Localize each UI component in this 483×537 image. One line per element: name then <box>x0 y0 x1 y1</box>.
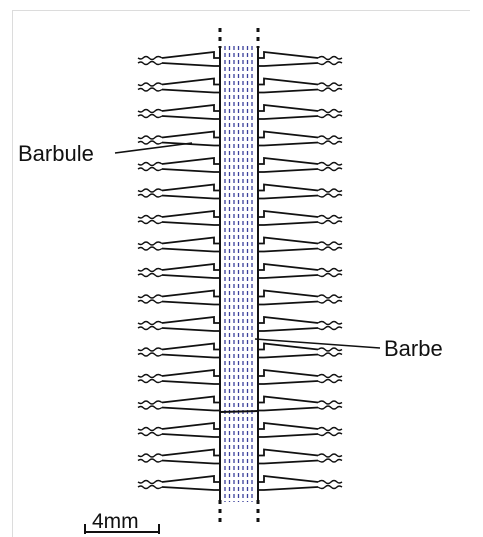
frame-top-border <box>12 10 470 11</box>
barb-crossline <box>219 410 259 413</box>
barbule-pair <box>137 103 343 120</box>
barbule-right <box>258 342 319 359</box>
barbule-left <box>161 421 220 438</box>
barbule-pair <box>137 421 343 438</box>
barbicel-right <box>317 82 343 92</box>
label-pointers <box>114 142 381 349</box>
barbicel-left <box>137 426 163 437</box>
barbule-pair <box>137 50 343 67</box>
barbule-right <box>258 368 319 385</box>
barbicel-left <box>137 188 163 198</box>
barbule-right <box>258 156 319 173</box>
barbule-left <box>161 103 220 120</box>
barbule-left <box>161 209 220 226</box>
frame-left-border <box>12 10 13 537</box>
barbule-left <box>161 395 220 412</box>
barbicel-right <box>317 55 343 66</box>
barbicel-left <box>137 267 163 278</box>
barbule-left <box>161 130 220 147</box>
barbicel-left <box>137 214 163 225</box>
barbicel-right <box>317 479 343 490</box>
barbule-pair <box>137 474 343 491</box>
barbule-pair <box>137 289 343 306</box>
barbicel-left <box>137 294 163 304</box>
barbicel-right <box>317 400 343 410</box>
barbicel-right <box>317 108 343 119</box>
barbule-pair <box>137 262 343 279</box>
barbule-pair <box>137 236 343 253</box>
barbule-right <box>258 315 319 332</box>
barbule-left <box>161 448 220 465</box>
barbule-right <box>258 448 319 465</box>
scale-bar <box>84 524 160 534</box>
barbule-pair <box>137 130 343 147</box>
barbicel-right <box>317 135 343 145</box>
barbule-right <box>258 103 319 120</box>
barbe-pointer-line <box>254 338 381 349</box>
barbicel-right <box>317 453 343 463</box>
barbicel-left <box>137 453 163 463</box>
barbule-pair <box>137 342 343 359</box>
barbule-right <box>258 77 319 94</box>
barbule-right <box>258 236 319 253</box>
barbule-pair <box>137 395 343 412</box>
barbule-pair <box>137 315 343 332</box>
barbicel-right <box>317 320 343 331</box>
barbicel-right <box>317 241 343 251</box>
rachis-column <box>218 28 260 524</box>
barbule-left <box>161 77 220 94</box>
barbule-right <box>258 50 319 67</box>
barbicel-left <box>137 241 163 251</box>
barbicel-right <box>317 373 343 384</box>
barbicel-left <box>137 55 163 66</box>
barbule-left <box>161 236 220 253</box>
barbicel-right <box>317 188 343 198</box>
barbicel-right <box>317 294 343 304</box>
barbule-right <box>258 421 319 438</box>
barbule-right <box>258 183 319 200</box>
barbule-pair <box>137 77 343 94</box>
barbule-pair <box>137 448 343 465</box>
barbicel-left <box>137 347 163 357</box>
barbicel-right <box>317 161 343 172</box>
scale-label: 4mm <box>92 510 139 533</box>
barbule-left <box>161 474 220 491</box>
barbule-pair <box>137 209 343 226</box>
barbicel-right <box>317 347 343 357</box>
barbule-label: Barbule <box>18 141 94 166</box>
barbicel-left <box>137 161 163 172</box>
barbule-rows <box>137 50 343 491</box>
barbicel-right <box>317 426 343 437</box>
barbule-left <box>161 315 220 332</box>
barbule-pair <box>137 183 343 200</box>
barbicel-left <box>137 373 163 384</box>
barbule-right <box>258 474 319 491</box>
barbe-label: Barbe <box>384 336 443 361</box>
barbule-left <box>161 50 220 67</box>
barbule-right <box>258 289 319 306</box>
barbule-left <box>161 262 220 279</box>
barbule-right <box>258 395 319 412</box>
barbule-left <box>161 342 220 359</box>
barbule-pair <box>137 368 343 385</box>
barbicel-left <box>137 108 163 119</box>
barbule-pointer-line <box>114 142 193 154</box>
barbicel-left <box>137 82 163 92</box>
barbule-left <box>161 183 220 200</box>
barbicel-left <box>137 400 163 410</box>
barbule-right <box>258 209 319 226</box>
barbicel-right <box>317 214 343 225</box>
barbule-left <box>161 368 220 385</box>
barbicel-left <box>137 320 163 331</box>
barbule-right <box>258 130 319 147</box>
barbule-left <box>161 289 220 306</box>
barbicel-left <box>137 135 163 145</box>
barbule-pair <box>137 156 343 173</box>
barbule-left <box>161 156 220 173</box>
barbicel-left <box>137 479 163 490</box>
barbicel-right <box>317 267 343 278</box>
barbule-right <box>258 262 319 279</box>
